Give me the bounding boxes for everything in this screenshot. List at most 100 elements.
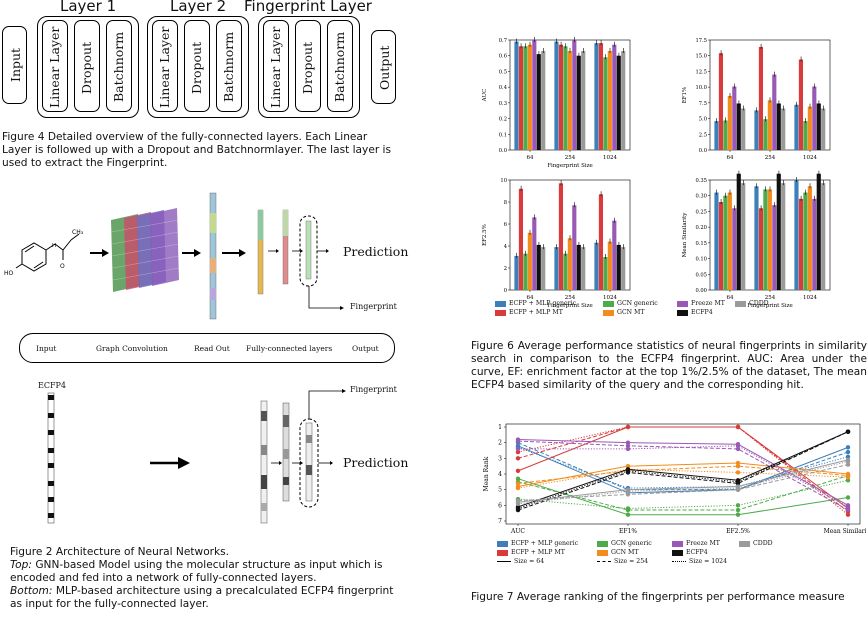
fig7-legend-label: ECFP + MLP MT	[511, 549, 565, 556]
rank-point	[845, 462, 851, 467]
graph-convolution-grid	[110, 208, 180, 292]
bar	[736, 103, 741, 150]
pipeline-fc: Fully-connected layers	[246, 344, 333, 353]
legend-swatch	[497, 540, 508, 547]
rank-point	[845, 459, 851, 464]
rank-point	[515, 438, 521, 444]
bar	[758, 208, 764, 290]
fig7-legend-label: Freeze MT	[686, 540, 720, 547]
bar	[558, 183, 564, 290]
layer1-title: Layer 1	[60, 0, 117, 15]
rank-series-line	[517, 479, 849, 509]
rank-point	[735, 470, 741, 475]
fig2-top-text: GNN-based Model using the molecular stru…	[10, 559, 383, 584]
fig7-legend-item: GCN MT	[597, 549, 639, 556]
fig6-legend-item: GCN MT	[603, 309, 645, 316]
fig6-legend-label: CDDD	[749, 300, 769, 307]
fingerprint-layer-title: Fingerprint Layer	[244, 0, 372, 15]
y-tick-label: 0.35	[695, 178, 707, 184]
x-tick-label: 64	[527, 155, 534, 161]
bar	[763, 119, 768, 150]
y-axis-label: Mean Similarity	[682, 212, 688, 258]
fp-linear-label: Linear Layer	[268, 26, 283, 108]
bar	[576, 244, 581, 290]
layer2-bracket	[147, 16, 249, 118]
bar	[572, 205, 577, 290]
rank-point	[735, 424, 741, 430]
y-tick-label: 2	[498, 440, 502, 447]
svg-text:CH₃: CH₃	[72, 229, 84, 236]
legend-swatch	[672, 540, 683, 547]
fig6-legend-label: Freeze MT	[691, 300, 725, 307]
bar	[723, 120, 728, 150]
y-tick-label: 7.5	[699, 101, 707, 107]
legend-swatch	[739, 540, 750, 547]
rank-point	[735, 463, 741, 469]
y-tick-label: 0.6	[499, 54, 507, 60]
readout-vector	[209, 192, 217, 320]
rank-series-line	[517, 459, 849, 503]
bar	[754, 186, 759, 290]
rank-series-line	[517, 478, 849, 516]
bar	[816, 173, 821, 290]
y-tick-label: 4	[504, 244, 508, 250]
y-tick-label: 0.1	[499, 132, 507, 138]
fig6-caption: Figure 6 Average performance statistics …	[471, 340, 867, 391]
rank-series-line	[517, 439, 849, 506]
bar	[807, 186, 812, 290]
bar	[576, 55, 581, 150]
rank-point	[625, 424, 631, 430]
y-tick-label: 5	[498, 487, 502, 494]
bar	[514, 255, 519, 290]
bar	[527, 232, 532, 290]
y-tick-label: 4	[498, 471, 502, 478]
rank-series-line	[517, 426, 849, 512]
rank-series-line	[517, 440, 849, 511]
svg-text:O: O	[60, 263, 65, 270]
fig7-legend-item: Freeze MT	[672, 540, 720, 547]
fp-dropout-label: Dropout	[300, 41, 315, 94]
y-tick-label: 2	[504, 266, 507, 272]
legend-swatch	[735, 300, 746, 307]
x-tick-label: 1024	[603, 295, 617, 301]
fc-layer-vectors	[260, 400, 313, 524]
x-tick-label: EF1%	[619, 528, 637, 535]
bar	[581, 51, 586, 150]
bar	[714, 192, 719, 290]
legend-swatch	[495, 309, 506, 316]
rank-series-line	[517, 464, 849, 502]
bar	[714, 121, 719, 150]
y-tick-label: 0.0	[499, 148, 507, 154]
y-tick-label: 3	[498, 455, 502, 462]
bar	[794, 104, 799, 150]
fig6-legend-item: GCN generic	[603, 300, 658, 307]
fp-batchnorm-label: Batchnorm	[332, 31, 347, 102]
fig7-legend-item: ECFP + MLP generic	[497, 540, 578, 547]
rank-point	[515, 481, 521, 486]
bar	[594, 242, 599, 290]
fig2-bottom-diagram	[47, 389, 346, 524]
y-axis-label: EF1%	[682, 87, 688, 104]
x-tick-label: 254	[765, 295, 776, 301]
bar	[518, 188, 524, 290]
bar	[803, 121, 808, 150]
x-tick-label: 1024	[803, 155, 817, 161]
fingerprint-layer-bracket	[258, 16, 360, 118]
fig2-top-diagram: HO H O CH₃	[4, 192, 344, 320]
layer2-linear-box	[152, 20, 178, 112]
rank-point	[515, 498, 521, 503]
bar	[536, 54, 541, 151]
legend-swatch	[677, 309, 688, 316]
rank-point	[845, 495, 851, 500]
bar	[781, 183, 786, 290]
fig2-bottom-label: Bottom:	[10, 585, 53, 597]
bar	[603, 57, 608, 150]
bar	[518, 46, 524, 150]
svg-text:HO: HO	[4, 270, 14, 277]
fp-dropout-box	[295, 20, 321, 112]
rank-point	[625, 512, 631, 517]
bar	[598, 194, 604, 290]
y-tick-label: 0.0	[699, 148, 707, 154]
bar	[612, 220, 617, 290]
